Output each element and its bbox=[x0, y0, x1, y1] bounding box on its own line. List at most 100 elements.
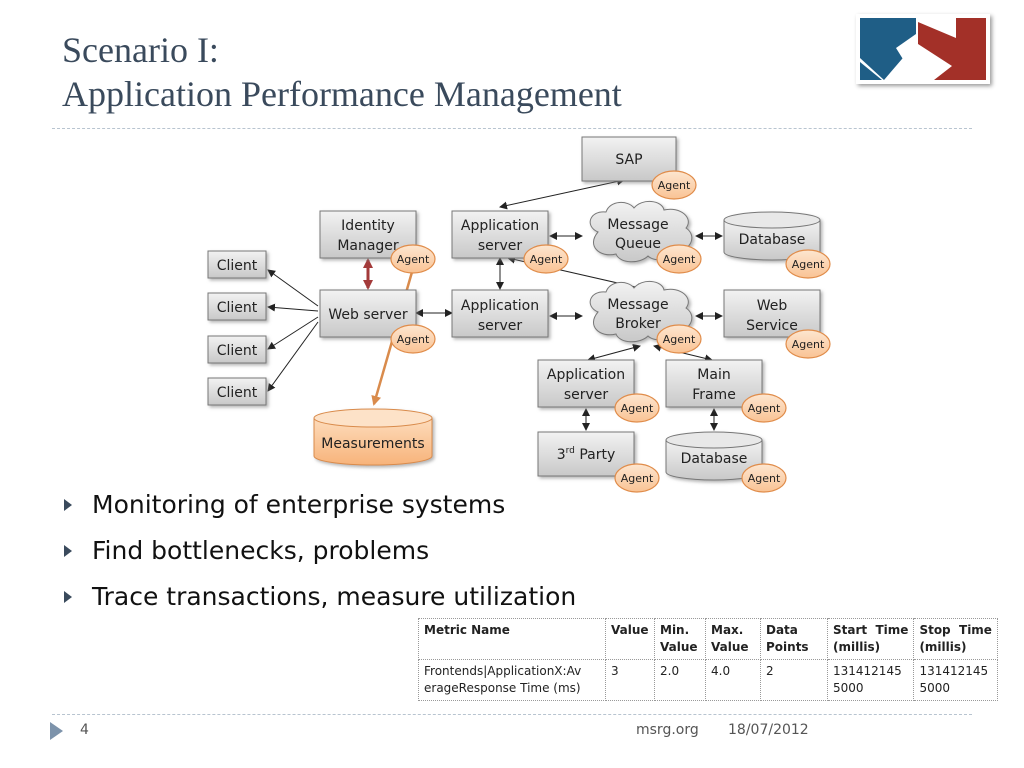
svg-text:Client: Client bbox=[217, 300, 258, 316]
msrg-logo-icon bbox=[856, 14, 990, 84]
svg-text:Client: Client bbox=[217, 343, 258, 359]
node-identity-manager: Identity Manager bbox=[319, 210, 417, 259]
svg-text:Agent: Agent bbox=[792, 258, 825, 271]
footer-divider bbox=[52, 714, 972, 715]
svg-text:Agent: Agent bbox=[663, 253, 696, 266]
title-divider bbox=[52, 128, 972, 129]
svg-text:Main: Main bbox=[697, 367, 730, 383]
agent-badge-web-server: Agent bbox=[390, 324, 436, 354]
table-cell: 3 bbox=[605, 659, 655, 701]
bullet-text: Find bottlenecks, problems bbox=[92, 536, 430, 565]
svg-text:Manager: Manager bbox=[337, 238, 399, 254]
column-header: Start Time(millis) bbox=[826, 618, 915, 660]
svg-text:Identity: Identity bbox=[341, 218, 395, 234]
node-message-broker: Message Broker bbox=[589, 281, 693, 343]
agent-badge-third-party: Agent bbox=[614, 463, 660, 493]
svg-text:Client: Client bbox=[217, 385, 258, 401]
node-main-frame: Main Frame bbox=[665, 359, 763, 408]
node-client-4: Client bbox=[207, 377, 267, 406]
svg-text:Message: Message bbox=[607, 297, 668, 313]
footer-site: msrg.org bbox=[636, 722, 699, 738]
node-client-2: Client bbox=[207, 292, 267, 321]
svg-text:Web: Web bbox=[757, 298, 788, 314]
svg-text:Application: Application bbox=[461, 218, 539, 234]
svg-text:Queue: Queue bbox=[615, 236, 661, 252]
node-application-server-3: Application server bbox=[537, 359, 635, 408]
table-header-row: Metric Name Value Min.Value Max.Value Da… bbox=[418, 618, 998, 660]
footer-triangle-icon bbox=[50, 722, 63, 740]
apm-architecture-diagram: SAP Identity Manager Application server … bbox=[207, 136, 831, 493]
page-number: 4 bbox=[80, 722, 89, 738]
column-header: Metric Name bbox=[418, 618, 606, 660]
bullet-list: Monitoring of enterprise systems Find bo… bbox=[62, 485, 576, 623]
svg-text:Agent: Agent bbox=[663, 333, 696, 346]
svg-text:Application: Application bbox=[461, 298, 539, 314]
svg-text:Measurements: Measurements bbox=[321, 436, 424, 452]
title-line-2: Application Performance Management bbox=[62, 74, 622, 114]
agent-badge-application-server-3: Agent bbox=[614, 393, 660, 423]
node-message-queue: Message Queue bbox=[589, 201, 693, 263]
bullet-item: Trace transactions, measure utilization bbox=[62, 577, 576, 623]
svg-text:Database: Database bbox=[681, 451, 748, 467]
node-third-party: 3rd Party bbox=[537, 431, 635, 477]
title-line-1: Scenario I: bbox=[62, 30, 219, 70]
svg-text:server: server bbox=[478, 238, 523, 254]
node-web-service: Web Service bbox=[723, 289, 821, 338]
agent-badge-web-service: Agent bbox=[785, 329, 831, 359]
svg-text:Application: Application bbox=[547, 367, 625, 383]
column-header: Stop Time(millis) bbox=[913, 618, 998, 660]
agent-badge-message-broker: Agent bbox=[656, 324, 702, 354]
column-header: Max.Value bbox=[705, 618, 761, 660]
table-cell: 2.0 bbox=[654, 659, 706, 701]
agent-badge-application-server-1: Agent bbox=[523, 244, 569, 274]
svg-text:Agent: Agent bbox=[621, 472, 654, 485]
table-cell: 2 bbox=[760, 659, 828, 701]
agent-badge-identity-manager: Agent bbox=[390, 244, 436, 274]
slide-title: Scenario I: Application Performance Mana… bbox=[62, 28, 622, 116]
agent-badge-main-frame: Agent bbox=[741, 393, 787, 423]
agent-badge-database-2: Agent bbox=[741, 463, 787, 493]
svg-text:SAP: SAP bbox=[615, 152, 642, 168]
bullet-text: Monitoring of enterprise systems bbox=[92, 490, 506, 519]
agent-badge-message-queue: Agent bbox=[656, 244, 702, 274]
node-client-1: Client bbox=[207, 250, 267, 279]
svg-text:Agent: Agent bbox=[748, 472, 781, 485]
svg-text:Agent: Agent bbox=[397, 253, 430, 266]
bullet-text: Trace transactions, measure utilization bbox=[92, 582, 577, 611]
bullet-item: Find bottlenecks, problems bbox=[62, 531, 576, 577]
svg-text:Service: Service bbox=[746, 318, 798, 334]
bullet-triangle-icon bbox=[64, 591, 72, 603]
svg-text:Agent: Agent bbox=[397, 333, 430, 346]
agent-badge-database-1: Agent bbox=[785, 249, 831, 279]
node-database-2: Database bbox=[665, 431, 763, 481]
node-database-1: Database bbox=[723, 211, 821, 261]
svg-text:3rd Party: 3rd Party bbox=[557, 446, 616, 463]
svg-text:Agent: Agent bbox=[530, 253, 563, 266]
node-client-3: Client bbox=[207, 335, 267, 364]
node-measurements: Measurements bbox=[313, 408, 433, 466]
agent-badge-sap: Agent bbox=[651, 170, 697, 200]
svg-text:Agent: Agent bbox=[792, 338, 825, 351]
node-application-server-2: Application server bbox=[451, 289, 549, 338]
node-web-server: Web server bbox=[319, 289, 417, 338]
svg-text:Message: Message bbox=[607, 217, 668, 233]
svg-text:Agent: Agent bbox=[748, 402, 781, 415]
svg-text:Database: Database bbox=[739, 232, 806, 248]
svg-text:Frame: Frame bbox=[692, 387, 736, 403]
bullet-item: Monitoring of enterprise systems bbox=[62, 485, 576, 531]
svg-text:server: server bbox=[478, 318, 523, 334]
svg-text:server: server bbox=[564, 387, 609, 403]
svg-text:Agent: Agent bbox=[658, 179, 691, 192]
svg-text:Client: Client bbox=[217, 258, 258, 274]
svg-text:Agent: Agent bbox=[621, 402, 654, 415]
svg-text:Broker: Broker bbox=[615, 316, 661, 332]
table-cell: 4.0 bbox=[705, 659, 761, 701]
bullet-triangle-icon bbox=[64, 499, 72, 511]
column-header: Min.Value bbox=[654, 618, 706, 660]
svg-text:Web server: Web server bbox=[328, 307, 408, 323]
